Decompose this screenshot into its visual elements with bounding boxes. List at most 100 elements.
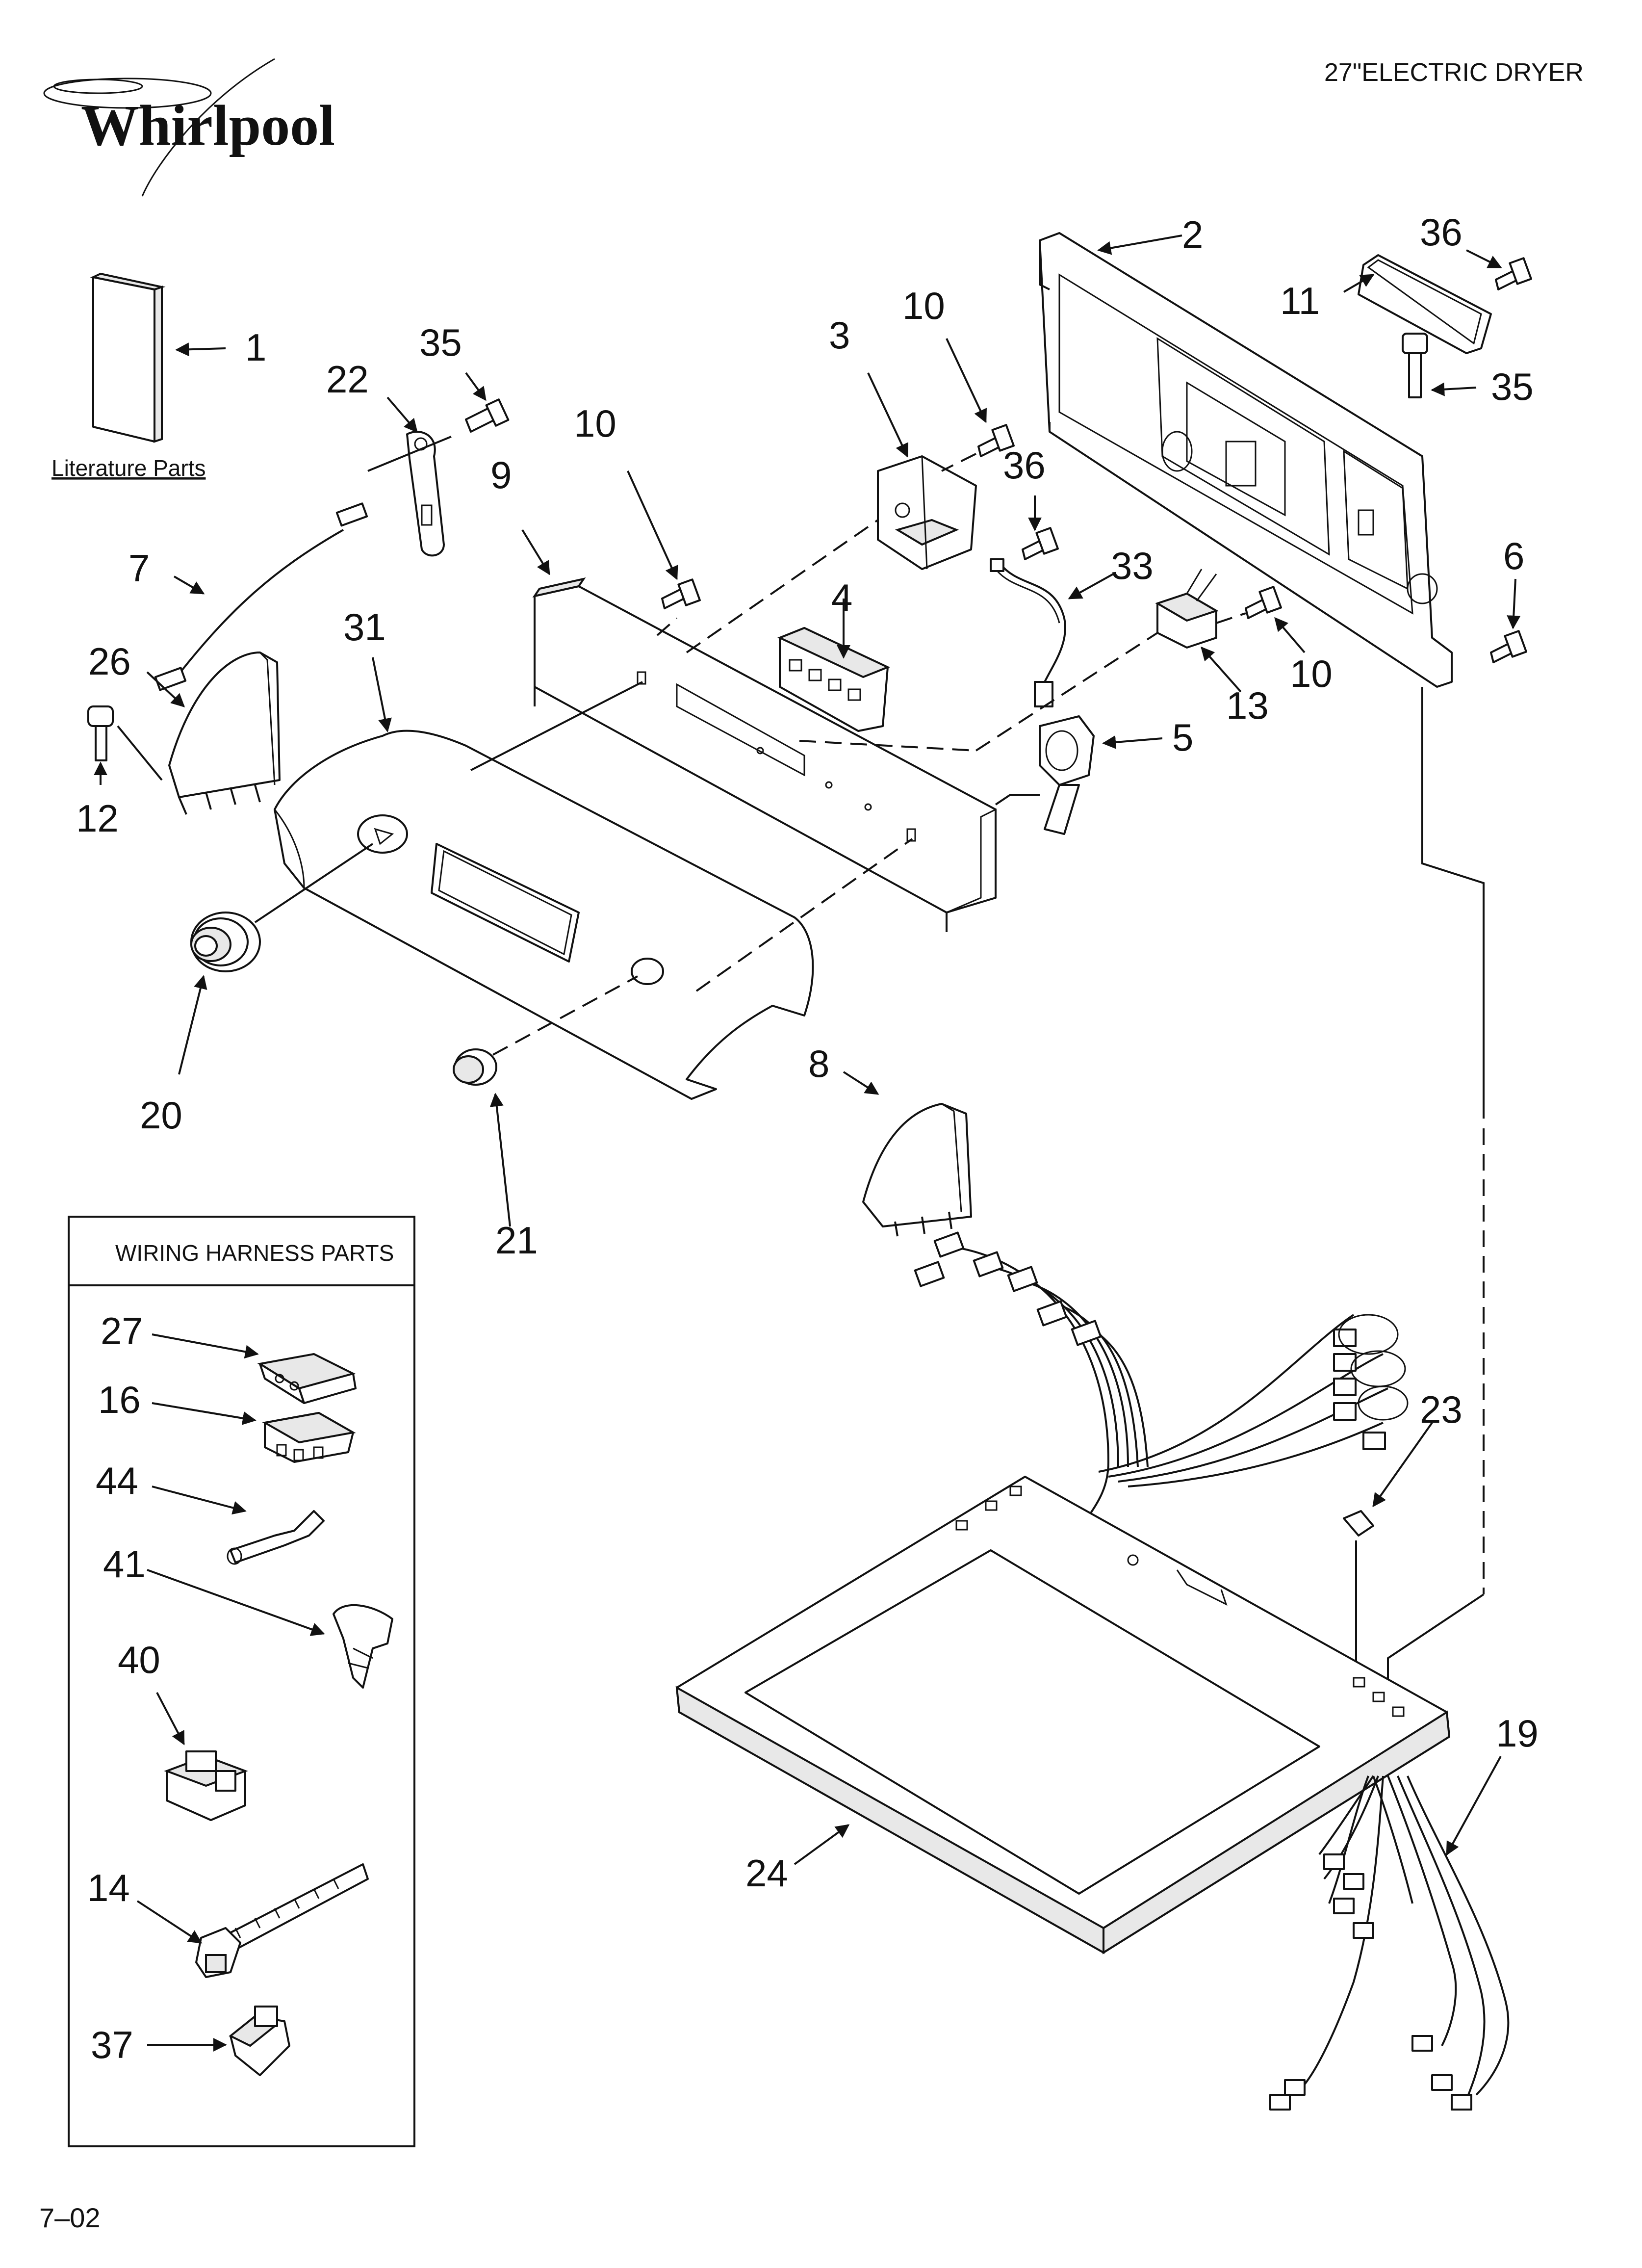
knob-20: [190, 912, 261, 972]
callout-arrow-8: [843, 1071, 879, 1095]
terminal-44: [227, 1510, 325, 1565]
callout-3: 3: [829, 313, 850, 357]
callout-10b: 10: [902, 284, 945, 327]
wiring-box-title: WIRING HARNESS PARTS: [115, 1240, 394, 1266]
callout-27: 27: [101, 1309, 143, 1353]
cover-plate-11: [1358, 254, 1492, 354]
callout-23: 23: [1420, 1388, 1462, 1431]
callout-arrow-11: [1343, 274, 1375, 293]
callout-6: 6: [1503, 534, 1524, 577]
lower-wire-harness: [1269, 1775, 1510, 2111]
screw-10-sensor: [1245, 586, 1282, 619]
literature-booklet: [90, 272, 166, 443]
callout-arrow-10c: [1274, 617, 1306, 653]
product-title: 27"ELECTRIC DRYER: [1324, 58, 1584, 87]
callout-41: 41: [103, 1542, 146, 1586]
callout-36b: 36: [1003, 443, 1046, 487]
whirlpool-logo: Whirlpool: [43, 58, 335, 197]
screw-35-right: [1402, 333, 1428, 398]
callout-8: 8: [808, 1042, 829, 1085]
wire-7: [154, 502, 368, 691]
timer-switch-3: [877, 455, 977, 570]
console-panel-31: [274, 730, 814, 1100]
callout-arrow-20: [178, 975, 207, 1075]
callout-arrow-7: [173, 575, 205, 595]
callout-arrow-35b: [1431, 382, 1477, 396]
callout-arrow-1: [175, 342, 226, 357]
callout-arrow-31: [372, 657, 392, 732]
callout-arrow-24: [794, 1824, 850, 1865]
callout-arrow-27: [152, 1333, 259, 1359]
callout-35a: 35: [419, 321, 462, 364]
callout-9: 9: [490, 453, 512, 496]
callout-7: 7: [128, 547, 150, 590]
callout-14: 14: [87, 1866, 130, 1909]
callout-35b: 35: [1491, 365, 1534, 408]
wire-clip-41: [333, 1604, 393, 1689]
connector-37: [229, 2006, 290, 2076]
callout-24: 24: [745, 1851, 788, 1895]
main-wire-harness: [914, 1231, 1409, 1517]
callout-arrow-33: [1068, 573, 1114, 600]
callout-33: 33: [1111, 544, 1154, 587]
callout-13: 13: [1226, 684, 1269, 727]
callout-arrow-3: [867, 372, 908, 458]
callout-arrow-40: [156, 1692, 185, 1746]
callout-37: 37: [91, 2023, 133, 2066]
callout-arrow-16: [152, 1402, 257, 1425]
screw-10-timer: [977, 424, 1015, 457]
callout-26: 26: [88, 640, 131, 683]
back-panel-2: [1039, 232, 1453, 688]
callout-5: 5: [1172, 716, 1193, 759]
callout-arrow-22: [386, 396, 418, 433]
callout-36a: 36: [1420, 210, 1462, 254]
top-panel-24: [675, 1476, 1451, 1955]
callout-2: 2: [1182, 213, 1203, 256]
callout-arrow-10b: [946, 338, 987, 423]
callout-10c: 10: [1290, 652, 1333, 695]
date-code: 7–02: [39, 2202, 101, 2233]
screw-36-center: [1022, 527, 1059, 560]
push-switch-4: [777, 626, 891, 732]
screw-10-frame: [661, 578, 701, 609]
callout-arrow-5: [1102, 735, 1163, 749]
callout-12: 12: [76, 797, 119, 840]
callout-arrow-19: [1446, 1756, 1502, 1856]
wire-clip-23: [1343, 1510, 1374, 1537]
screw-6: [1490, 630, 1527, 663]
callout-16: 16: [98, 1378, 141, 1421]
callout-20: 20: [140, 1094, 182, 1137]
callout-10a: 10: [574, 402, 616, 445]
brand-name: Whirlpool: [81, 93, 335, 157]
callout-arrow-44: [152, 1486, 247, 1515]
callout-1: 1: [245, 326, 266, 369]
screw-36-cover: [1495, 257, 1532, 290]
bracket-22: [406, 431, 445, 557]
cable-tie-14: [195, 1863, 369, 1978]
callout-arrow-41: [147, 1569, 325, 1636]
callout-11: 11: [1280, 279, 1320, 322]
thermistor-5: [1039, 715, 1095, 835]
connector-40: [164, 1750, 248, 1821]
callout-44: 44: [96, 1459, 138, 1502]
callout-arrow-36a: [1466, 249, 1502, 268]
callout-22: 22: [326, 358, 369, 401]
callout-arrow-13: [1201, 646, 1242, 693]
screw-12: [87, 705, 114, 761]
callout-arrow-6: [1507, 578, 1521, 629]
callout-arrow-21: [489, 1093, 511, 1227]
end-cap-26: [168, 652, 281, 815]
end-cap-8: [862, 1103, 972, 1237]
callout-arrow-9: [521, 529, 550, 575]
callout-40: 40: [118, 1638, 160, 1681]
callout-arrow-10a: [627, 470, 678, 580]
callout-4: 4: [831, 576, 852, 619]
screw-35-left: [465, 398, 510, 433]
callout-21: 21: [495, 1219, 538, 1262]
sensor-13: [1155, 569, 1219, 649]
console-frame-9: [532, 577, 997, 932]
literature-caption: Literature Parts: [51, 455, 205, 481]
callout-19: 19: [1496, 1712, 1539, 1755]
wiring-harness-parts-box: WIRING HARNESS PARTS 27 16 44: [68, 1216, 415, 2147]
